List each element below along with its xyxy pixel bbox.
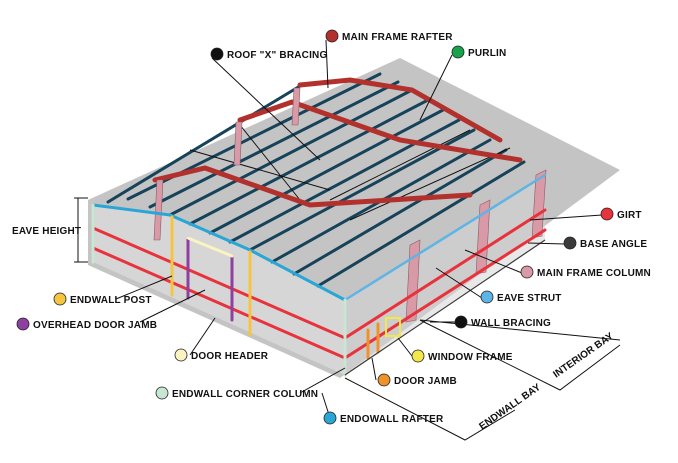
main-frame-rafter	[152, 165, 473, 208]
purlin	[168, 88, 414, 217]
girt-dot	[600, 207, 614, 221]
leader-lines	[115, 39, 603, 419]
main-frame-column-dot	[520, 265, 534, 279]
purlin	[188, 98, 430, 226]
main-frame-rafter-label: MAIN FRAME RAFTER	[342, 32, 453, 43]
endwall-rafter-dot	[323, 411, 337, 425]
eave-strut-label: EAVE STRUT	[497, 293, 562, 304]
purlin	[292, 148, 508, 276]
girt	[91, 226, 347, 340]
base-angle-dot	[563, 236, 577, 250]
endwall-post-dot	[53, 292, 67, 306]
eave-height-label: EAVE HEIGHT	[12, 226, 81, 237]
base-angle	[344, 239, 546, 376]
main-frame-rafter	[237, 99, 523, 163]
purlin	[208, 108, 445, 235]
endwall-rafter-label: ENDOWALL RAFTER	[340, 414, 444, 425]
door-header-dot	[174, 348, 188, 362]
purlin	[248, 128, 476, 252]
endwall-face	[93, 205, 345, 375]
purlin	[316, 160, 526, 288]
eave-strut	[343, 173, 547, 302]
roof-x-bracing-dot	[210, 47, 224, 61]
main-frame-rafter	[297, 77, 503, 143]
eave-height-bracket	[74, 197, 88, 263]
main-frame-column	[291, 87, 301, 126]
door-header	[186, 236, 234, 258]
endwall-rafter	[91, 203, 347, 302]
door-jamb-dot	[377, 373, 391, 387]
bay-dimension-lines	[344, 319, 621, 441]
purlin	[228, 118, 461, 244]
endwall-corner-column-label: ENDWALL CORNER COLUMN	[172, 389, 318, 400]
endwall-corner-column-dot	[155, 386, 169, 400]
overhead-door-jamb-label: OVERHEAD DOOR JAMB	[33, 320, 157, 331]
overhead-door-jamb-dot	[16, 317, 30, 331]
door-header-label: DOOR HEADER	[191, 351, 269, 362]
wall-bracing-label: WALL BRACING	[471, 318, 551, 329]
endwall-bay-label: ENDWALL BAY	[477, 382, 543, 433]
window-frame-label: WINDOW FRAME	[428, 352, 513, 363]
girt-label: GIRT	[617, 210, 642, 221]
purlin	[148, 80, 400, 209]
main-frame-rafter-dot	[325, 29, 339, 43]
purlin-label: PURLIN	[468, 48, 506, 59]
roof-x-bracing-label: ROOF "X" BRACING	[227, 50, 327, 61]
endwall-post-label: ENDWALL POST	[70, 295, 152, 306]
main-frame-column-label: MAIN FRAME COLUMN	[537, 268, 651, 279]
girt	[91, 246, 347, 360]
window-frame	[385, 317, 401, 337]
roof-x-bracing-lines	[189, 124, 511, 221]
eave-strut-dot	[480, 290, 494, 304]
main-frame-rafters	[152, 77, 523, 208]
main-frame-column	[233, 121, 243, 166]
window-frame-dot	[411, 349, 425, 363]
base-angle-label: BASE ANGLE	[580, 239, 647, 250]
main-frame-column	[153, 179, 164, 241]
wall-bracing-dot	[454, 315, 468, 329]
door-jamb-label: DOOR JAMB	[394, 376, 457, 387]
purlin	[106, 84, 302, 204]
purlin-group	[106, 72, 526, 288]
purlin-dot	[451, 45, 465, 59]
